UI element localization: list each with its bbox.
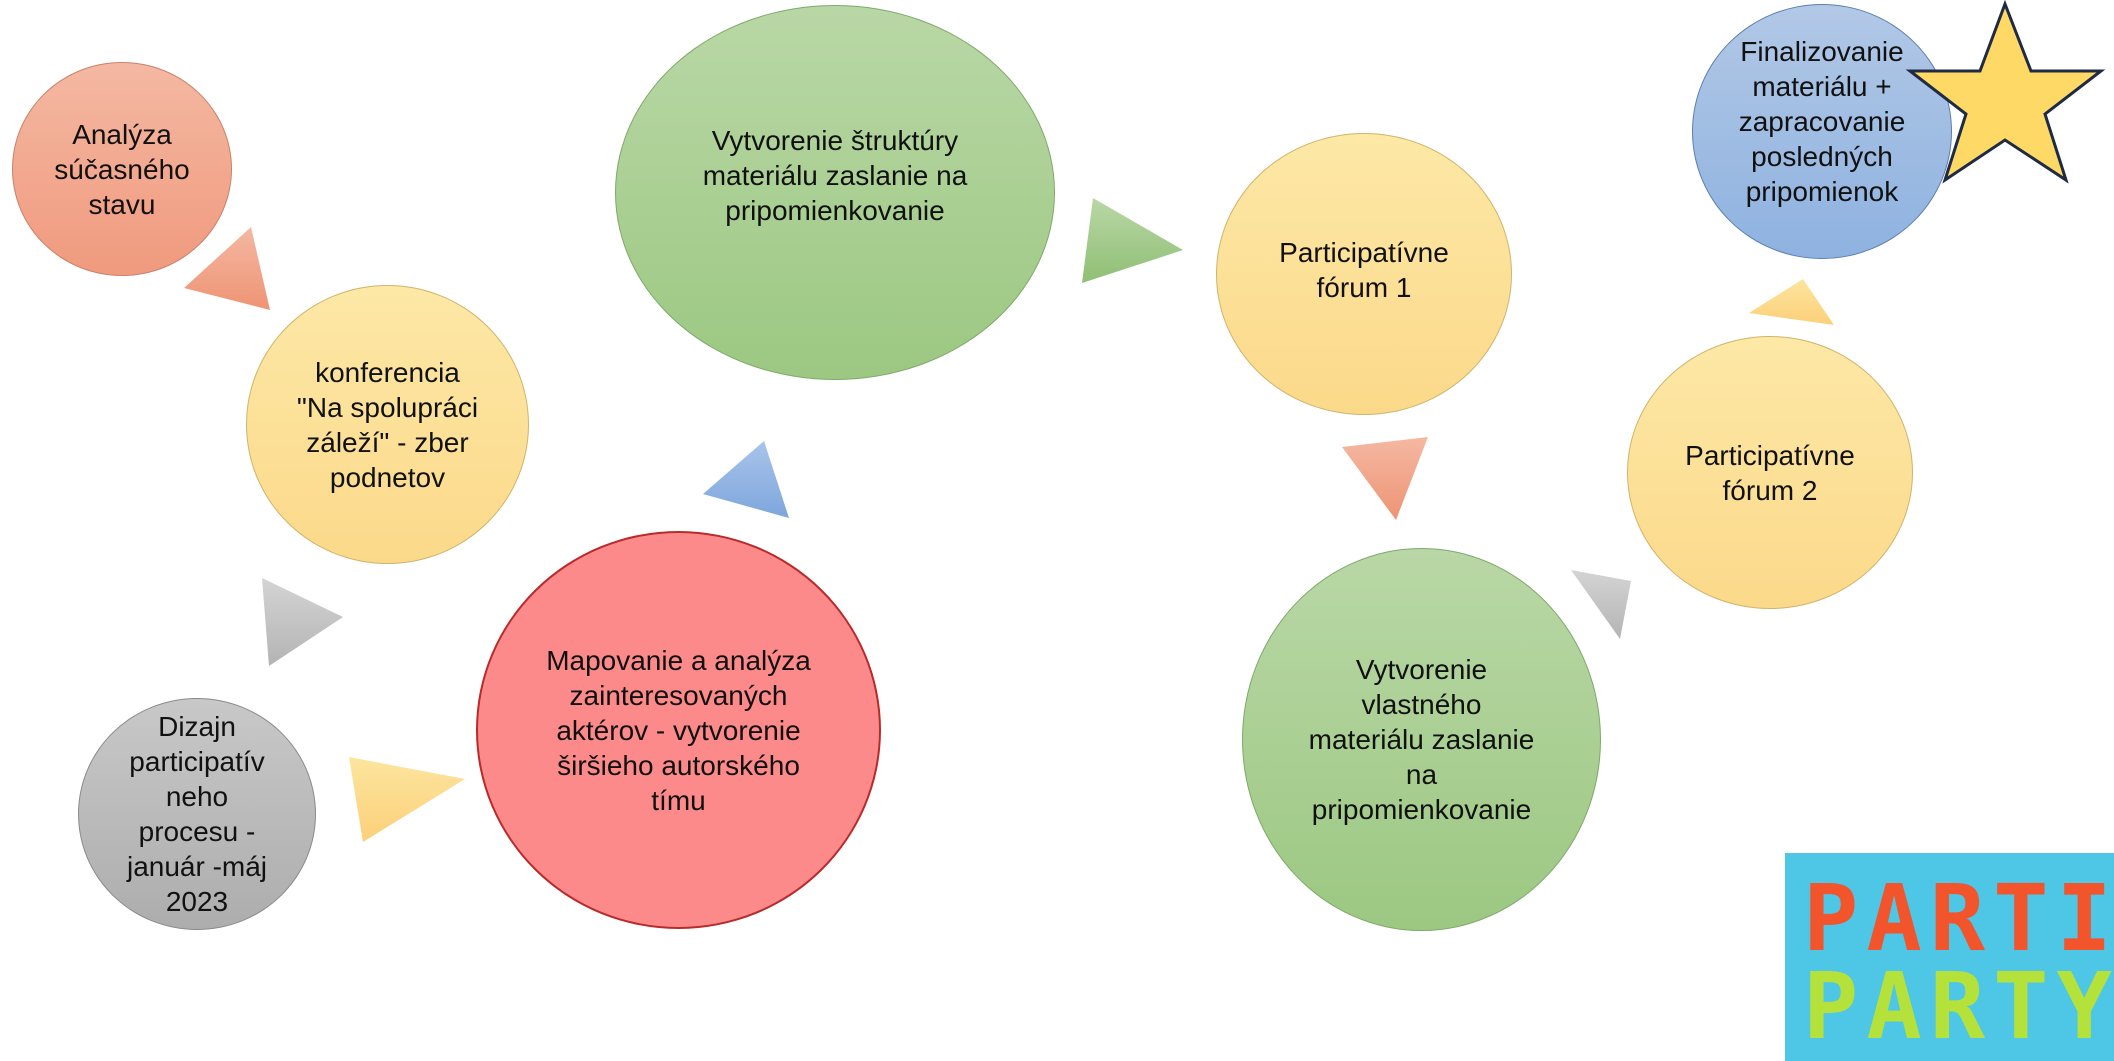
node-konferencia-label: konferencia "Na spolupráci záleží" - zbe… (296, 356, 479, 493)
node-dizajn-label: Dizajn participatív neho procesu - januá… (126, 711, 268, 917)
node-finalizovanie-label: Finalizovanie materiálu + zapracovanie p… (1738, 36, 1906, 207)
arrow-dizajn-to-mapovanie (349, 757, 465, 842)
node-struktura-label: Vytvorenie štruktúry materiálu zaslanie … (702, 124, 968, 226)
logo-line-1: PARTI (1803, 865, 2114, 972)
node-vlastny-label: Vytvorenie vlastného materiálu zaslanie … (1308, 654, 1535, 825)
node-struktura: Vytvorenie štruktúry materiálu zaslanie … (615, 5, 1055, 380)
arrow-struktura-to-forum1 (1082, 198, 1183, 283)
node-konferencia: konferencia "Na spolupráci záleží" - zbe… (246, 285, 529, 564)
node-forum2: Participatívne fórum 2 (1627, 336, 1913, 609)
node-mapovanie-label: Mapovanie a analýza zainteresovaných akt… (546, 644, 811, 816)
node-analyza-label: Analýza súčasného stavu (54, 118, 190, 220)
arrow-vlastny-to-forum2 (1571, 570, 1631, 639)
arrow-dizajn-to-konferencia (262, 578, 343, 666)
arrow-mapovanie-to-struktura (703, 441, 789, 518)
node-dizajn: Dizajn participatív neho procesu - januá… (78, 698, 316, 930)
node-finalizovanie: Finalizovanie materiálu + zapracovanie p… (1692, 4, 1952, 259)
node-forum1: Participatívne fórum 1 (1216, 133, 1512, 415)
logo-line-2: PARTY (1803, 953, 2114, 1060)
arrow-analyza-to-konferencia (184, 227, 270, 310)
partiparty-logo: PARTI PARTY (1785, 853, 2114, 1061)
node-vlastny: Vytvorenie vlastného materiálu zaslanie … (1242, 548, 1601, 931)
arrow-forum1-to-vlastny (1342, 437, 1428, 520)
arrow-forum2-to-finalizovanie (1749, 279, 1834, 325)
node-mapovanie: Mapovanie a analýza zainteresovaných akt… (476, 531, 881, 929)
node-forum1-label: Participatívne fórum 1 (1279, 237, 1449, 303)
node-forum2-label: Participatívne fórum 2 (1685, 439, 1855, 506)
node-analyza: Analýza súčasného stavu (12, 62, 232, 276)
star-icon (1905, 0, 2106, 184)
